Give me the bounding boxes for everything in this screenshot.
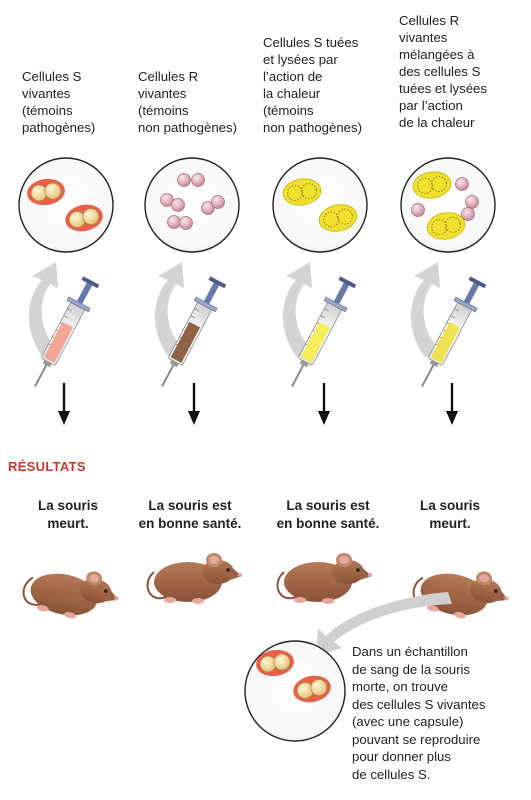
results-title: RÉSULTATS bbox=[8, 459, 86, 474]
down-arrow-1 bbox=[56, 381, 72, 427]
syringe-2 bbox=[150, 273, 230, 394]
note-line: pour donner plus bbox=[352, 749, 451, 764]
column-4-outcome: La souris meurt. bbox=[410, 497, 490, 533]
note-line: (avec une capsule) bbox=[352, 714, 464, 729]
label-line: la chaleur bbox=[263, 86, 321, 101]
outcome-line: La souris bbox=[37, 498, 99, 513]
mouse-4 bbox=[409, 556, 515, 629]
outcome-line: La souris est bbox=[286, 498, 370, 513]
note-line: des cellules S vivantes bbox=[352, 696, 486, 712]
mouse-3 bbox=[276, 552, 373, 605]
label-line: non pathogènes) bbox=[138, 120, 237, 135]
down-arrow-4 bbox=[444, 381, 460, 427]
label-line: (témoins bbox=[138, 103, 189, 118]
label-line: (témoins bbox=[263, 103, 314, 118]
column-3-label: Cellules S tuées et lysées par l’action … bbox=[263, 34, 362, 136]
note-line: morte, on trouve bbox=[352, 679, 449, 694]
label-line: l’action de bbox=[263, 69, 323, 84]
outcome-line: La souris est bbox=[148, 498, 232, 513]
label-line: vivantes bbox=[22, 86, 71, 101]
label-line: pathogènes) bbox=[22, 120, 96, 135]
outcome-line: en bonne santé. bbox=[138, 516, 242, 531]
label-line: vivantes bbox=[399, 30, 448, 45]
column-1-dish bbox=[18, 157, 114, 253]
label-line: vivantes bbox=[138, 86, 187, 101]
column-2-outcome: La souris est en bonne santé. bbox=[128, 497, 252, 533]
note-line: de cellules S. bbox=[352, 766, 431, 782]
syringe-3 bbox=[280, 273, 360, 394]
sample-arrow bbox=[316, 592, 452, 656]
label-line: et lysées par bbox=[263, 52, 338, 67]
outcome-line: meurt. bbox=[47, 516, 89, 531]
label-line: de la chaleur bbox=[399, 115, 475, 130]
outcome-line: La souris bbox=[419, 498, 481, 513]
label-line: par l’action bbox=[399, 98, 463, 113]
label-line: tuées et lysées bbox=[399, 81, 487, 96]
mouse-2 bbox=[146, 552, 243, 605]
label-line: Cellules R bbox=[399, 13, 460, 28]
column-1-outcome: La souris meurt. bbox=[28, 497, 108, 533]
blood-sample-note: Dans un échantillon de sang de la souris… bbox=[352, 643, 485, 783]
column-3-dish bbox=[272, 157, 368, 253]
label-line: (témoins bbox=[22, 103, 73, 118]
column-1-label: Cellules S vivantes (témoins pathogènes) bbox=[22, 68, 95, 136]
syringe-4 bbox=[410, 273, 490, 394]
outcome-line: en bonne santé. bbox=[276, 516, 380, 531]
label-line: Cellules S tuées bbox=[263, 35, 359, 50]
note-line: Dans un échantillon bbox=[352, 644, 468, 659]
label-line: des cellules S bbox=[399, 64, 481, 79]
down-arrow-2 bbox=[186, 381, 202, 427]
outcome-line: meurt. bbox=[429, 516, 471, 531]
note-line: de sang de la souris bbox=[352, 661, 471, 677]
label-line: Cellules S bbox=[22, 69, 82, 84]
label-line: Cellules R bbox=[138, 69, 199, 84]
blood-sample-dish bbox=[244, 640, 346, 742]
mouse-1 bbox=[19, 556, 125, 629]
label-line: mélangées à bbox=[399, 47, 475, 62]
column-4-label: Cellules R vivantes mélangées à des cell… bbox=[399, 12, 487, 131]
column-2-label: Cellules R vivantes (témoins non pathogè… bbox=[138, 68, 237, 136]
down-arrow-3 bbox=[316, 381, 332, 427]
column-2-dish bbox=[144, 157, 240, 253]
syringe-1 bbox=[23, 273, 103, 394]
column-4-dish bbox=[400, 157, 496, 253]
note-line: pouvant se reproduire bbox=[352, 731, 481, 747]
column-3-outcome: La souris est en bonne santé. bbox=[266, 497, 390, 533]
label-line: non pathogènes) bbox=[263, 120, 362, 135]
